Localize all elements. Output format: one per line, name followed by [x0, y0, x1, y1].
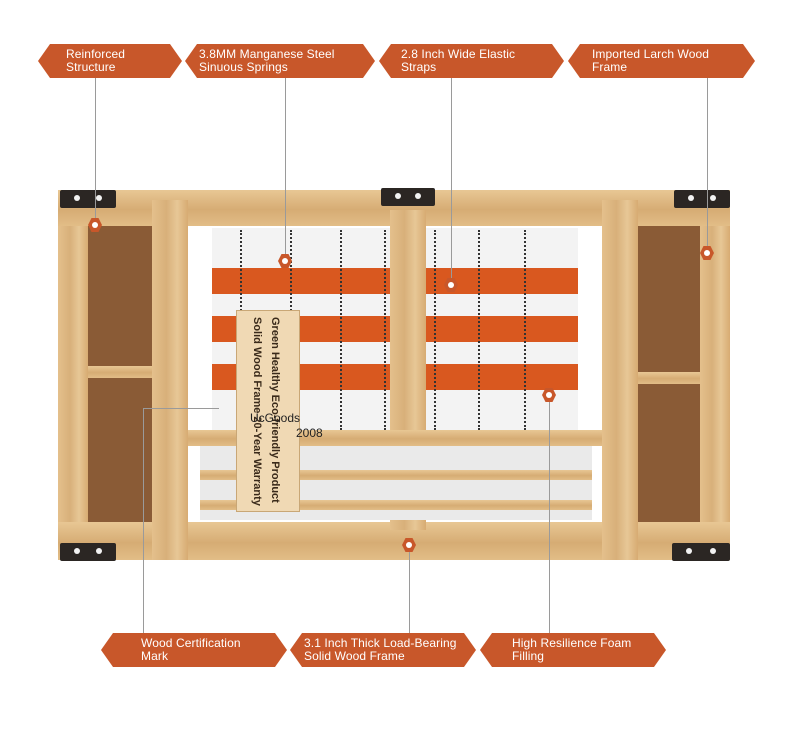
corner-bracket	[381, 188, 435, 206]
leader-line	[549, 402, 550, 648]
callout-text: 2.8 Inch Wide Elastic	[401, 47, 516, 61]
brand-stamp: UcGoods	[250, 411, 301, 425]
callout-text: 3.8MM Manganese Steel	[199, 47, 335, 61]
callout-text: 3.1 Inch Thick Load-Bearing	[304, 636, 457, 650]
callout-text: Filling	[512, 649, 545, 663]
leader-line	[95, 78, 96, 224]
marker-dot	[278, 254, 292, 268]
leader-line	[143, 408, 144, 648]
callout-text: Straps	[401, 60, 437, 74]
leader-line	[409, 552, 410, 648]
corner-bracket	[60, 190, 116, 208]
leader-line	[285, 78, 286, 262]
leader-line	[707, 78, 708, 254]
right-arm-shelf	[638, 372, 700, 384]
corner-bracket	[60, 543, 116, 561]
callout-text: Frame	[592, 60, 628, 74]
callout-text: Solid Wood Frame	[304, 649, 405, 663]
sinuous-spring	[340, 230, 348, 430]
seat-slat	[200, 470, 592, 480]
sinuous-spring	[384, 230, 392, 430]
marker-dot	[88, 218, 102, 232]
callout-foam-filling: High Resilience Foam Filling	[480, 633, 666, 667]
marker-dot	[700, 246, 714, 260]
year-stamp: 2008	[296, 426, 323, 440]
label-line-2: Solid Wood Frame 20-Year Warranty	[251, 317, 263, 506]
callout-text: Wood Certification	[141, 636, 241, 650]
inner-right-post	[602, 200, 638, 560]
callout-certification-mark: Wood Certification Mark	[101, 633, 287, 667]
sinuous-spring	[524, 230, 532, 430]
seat-slat	[200, 500, 592, 510]
callout-larch-frame: Imported Larch Wood Frame	[568, 44, 755, 78]
callout-text: Reinforced Structure	[66, 47, 126, 74]
callout-text: Sinuous Springs	[199, 60, 288, 74]
certification-label: Green Healthy Eco-friendly Product Solid…	[236, 310, 300, 512]
marker-dot	[444, 278, 458, 292]
sinuous-spring	[478, 230, 486, 430]
label-line-1: Green Healthy Eco-friendly Product	[269, 317, 281, 503]
marker-dot	[542, 388, 556, 402]
inner-left-post	[152, 200, 188, 560]
sinuous-spring	[434, 230, 442, 430]
callout-text: High Resilience Foam	[512, 636, 632, 650]
corner-bracket	[674, 190, 730, 208]
leader-line	[451, 78, 452, 286]
callout-text: Imported Larch Wood	[592, 47, 710, 61]
leader-line	[143, 408, 219, 409]
frame-right-post	[700, 190, 730, 560]
callout-manganese-springs: 3.8MM Manganese Steel Sinuous Springs	[185, 44, 375, 78]
callout-reinforced-structure: Reinforced Structure	[38, 44, 182, 78]
corner-bracket	[672, 543, 730, 561]
frame-left-post	[58, 190, 88, 560]
marker-dot	[402, 538, 416, 552]
left-arm-shelf	[88, 366, 152, 378]
callout-elastic-straps: 2.8 Inch Wide Elastic Straps	[379, 44, 564, 78]
callout-text: Mark	[141, 649, 169, 663]
callout-load-bearing-frame: 3.1 Inch Thick Load-Bearing Solid Wood F…	[290, 633, 476, 667]
